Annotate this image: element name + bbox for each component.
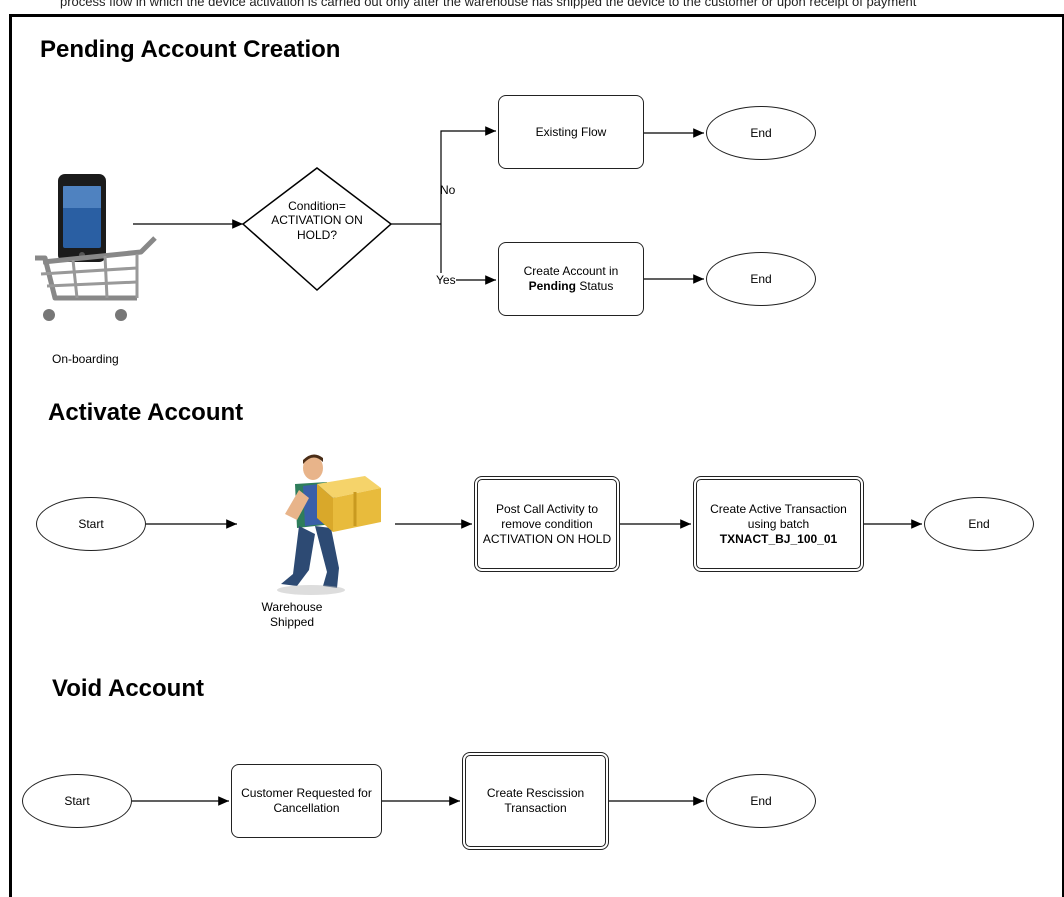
end-oval-existing: End — [706, 106, 816, 160]
create-active-transaction-box: Create Active Transaction using batch TX… — [693, 476, 864, 572]
warehouse-shipped-label: Warehouse Shipped — [261, 600, 323, 629]
decision-label: Condition= ACTIVATION ON HOLD? — [271, 199, 363, 242]
post-call-activity-box: Post Call Activity to remove condition A… — [474, 476, 620, 572]
branch-no-label: No — [440, 183, 456, 197]
customer-requested-box: Customer Requested for Cancellation — [231, 764, 382, 838]
section-title-pending: Pending Account Creation — [40, 36, 341, 63]
section-title-activate: Activate Account — [48, 399, 244, 426]
existing-flow-box: Existing Flow — [498, 95, 644, 169]
end-oval-pending: End — [706, 252, 816, 306]
onboarding-label: On-boarding — [52, 352, 119, 366]
end-oval-activate: End — [924, 497, 1034, 551]
diagram-frame — [9, 14, 1064, 897]
clipped-caption-text: process flow in which the device activat… — [60, 0, 917, 9]
start-oval-void: Start — [22, 774, 132, 828]
phone-in-cart-icon — [35, 174, 157, 321]
decision-diamond — [241, 167, 393, 292]
create-pending-account-box: Create Account in Pending Status — [498, 242, 644, 316]
pending-bold-text: Pending — [528, 279, 576, 293]
batch-id-text: TXNACT_BJ_100_01 — [719, 531, 838, 546]
section-title-void: Void Account — [52, 675, 204, 702]
status-text: Status — [579, 279, 614, 293]
edge-yes-branch — [440, 224, 496, 285]
end-oval-void: End — [706, 774, 816, 828]
branch-yes-label: Yes — [436, 273, 456, 288]
warehouse-worker-icon — [277, 454, 381, 595]
create-active-text: Create Active Transaction using batch — [710, 501, 847, 531]
create-pending-text: Create Account in — [523, 264, 619, 278]
start-oval-activate: Start — [36, 497, 146, 551]
edge-no-branch — [440, 126, 496, 224]
create-rescission-box: Create Rescission Transaction — [462, 752, 609, 850]
